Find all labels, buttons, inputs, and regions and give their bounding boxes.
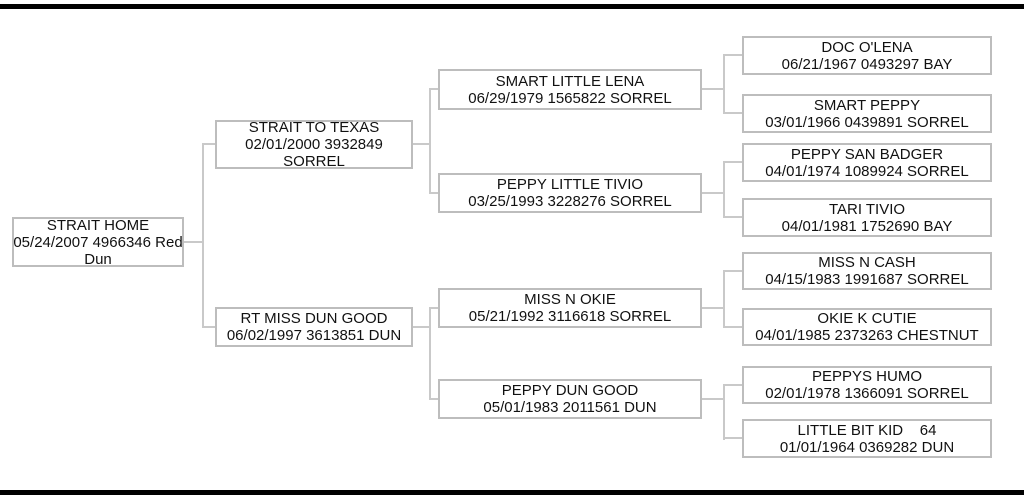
horse-info: 06/29/1979 1565822 SORREL — [468, 89, 672, 107]
horse-info: 05/01/1983 2011561 DUN — [483, 399, 657, 416]
horse-name: DOC O'LENA — [821, 38, 913, 56]
connector-line — [723, 161, 725, 218]
horse-name: TARI TIVIO — [828, 200, 906, 218]
horse-name: PEPPY DUN GOOD — [501, 382, 639, 399]
connector-line — [723, 216, 742, 218]
connector-line — [202, 143, 215, 145]
connector-line — [429, 192, 438, 194]
horse-name: PEPPY SAN BADGER — [790, 145, 944, 163]
connector-line — [413, 326, 431, 328]
horse-name: LITTLE BIT KID 64 — [797, 421, 937, 439]
connector-line — [723, 270, 742, 272]
pedigree-node-dam-dam-dam: LITTLE BIT KID 64 01/01/1964 0369282 DUN — [742, 419, 992, 458]
connector-line — [702, 398, 725, 400]
horse-name: STRAIT HOME — [46, 216, 150, 234]
connector-line — [723, 384, 725, 440]
connector-line — [723, 270, 725, 328]
horse-name: PEPPYS HUMO — [811, 368, 923, 385]
horse-info: 03/25/1993 3228276 SORREL — [468, 193, 672, 210]
pedigree-node-sire-dam-dam: TARI TIVIO 04/01/1981 1752690 BAY — [742, 198, 992, 237]
connector-line — [429, 88, 431, 194]
horse-name: OKIE K CUTIE — [817, 310, 917, 327]
horse-info: 05/21/1992 3116618 SORREL — [468, 308, 672, 325]
pedigree-node-dam-sire-dam: OKIE K CUTIE 04/01/1985 2373263 CHESTNUT — [742, 308, 992, 346]
pedigree-node-dam-dam-sire: PEPPYS HUMO 02/01/1978 1366091 SORREL — [742, 366, 992, 404]
connector-line — [723, 54, 742, 56]
horse-info: 06/02/1997 3613851 DUN — [226, 327, 402, 344]
pedigree-node-dam-sire: MISS N OKIE 05/21/1992 3116618 SORREL — [438, 288, 702, 328]
connector-line — [723, 437, 742, 439]
pedigree-node-sire-sire: SMART LITTLE LENA 06/29/1979 1565822 SOR… — [438, 69, 702, 110]
horse-info: 04/01/1981 1752690 BAY — [781, 217, 953, 235]
top-rule-bar — [0, 4, 1024, 9]
horse-name: SMART PEPPY — [813, 96, 921, 114]
pedigree-node-sire-dam: PEPPY LITTLE TIVIO 03/25/1993 3228276 SO… — [438, 173, 702, 213]
horse-info: 02/01/1978 1366091 SORREL — [765, 385, 969, 402]
horse-info: 05/24/2007 4966346 Red — [13, 233, 183, 251]
pedigree-node-dam-sire-sire: MISS N CASH 04/15/1983 1991687 SORREL — [742, 252, 992, 290]
connector-line — [429, 398, 438, 400]
connector-line — [723, 54, 725, 114]
pedigree-node-sire-sire-sire: DOC O'LENA 06/21/1967 0493297 BAY — [742, 36, 992, 75]
horse-info: 04/01/1974 1089924 SORREL — [765, 162, 969, 180]
horse-info: 02/01/2000 3932849 — [245, 136, 383, 153]
connector-line — [429, 307, 438, 309]
connector-line — [723, 112, 742, 114]
connector-line — [702, 307, 725, 309]
pedigree-node-sire-dam-sire: PEPPY SAN BADGER 04/01/1974 1089924 SORR… — [742, 143, 992, 182]
pedigree-node-dam: RT MISS DUN GOOD 06/02/1997 3613851 DUN — [215, 307, 413, 347]
horse-info: 06/21/1967 0493297 BAY — [781, 55, 953, 73]
connector-line — [429, 307, 431, 400]
connector-line — [702, 192, 725, 194]
horse-info: 01/01/1964 0369282 DUN — [779, 438, 955, 456]
connector-line — [429, 88, 438, 90]
horse-name: MISS N OKIE — [524, 291, 616, 308]
connector-line — [723, 384, 742, 386]
horse-name: MISS N CASH — [818, 254, 916, 271]
connector-line — [413, 143, 431, 145]
connector-line — [723, 326, 742, 328]
pedigree-node-dam-dam: PEPPY DUN GOOD 05/01/1983 2011561 DUN — [438, 379, 702, 419]
pedigree-node-subject: STRAIT HOME 05/24/2007 4966346 Red Dun — [12, 216, 184, 268]
horse-info: 04/01/1985 2373263 CHESTNUT — [755, 327, 979, 344]
connector-line — [702, 88, 725, 90]
horse-info: 04/15/1983 1991687 SORREL — [765, 271, 969, 288]
pedigree-node-sire: STRAIT TO TEXAS 02/01/2000 3932849 SORRE… — [215, 119, 413, 170]
horse-info-2: Dun — [84, 250, 112, 268]
horse-name: RT MISS DUN GOOD — [240, 310, 388, 327]
connector-line — [202, 143, 204, 328]
connector-line — [184, 241, 204, 243]
horse-name: SMART LITTLE LENA — [495, 72, 645, 90]
horse-name: STRAIT TO TEXAS — [248, 119, 380, 136]
horse-info: 03/01/1966 0439891 SORREL — [765, 113, 969, 131]
bottom-rule-bar — [0, 490, 1024, 495]
horse-info-2: SORREL — [283, 153, 345, 170]
horse-name: PEPPY LITTLE TIVIO — [496, 176, 644, 193]
connector-line — [202, 326, 215, 328]
pedigree-node-sire-sire-dam: SMART PEPPY 03/01/1966 0439891 SORREL — [742, 94, 992, 133]
connector-line — [723, 161, 742, 163]
